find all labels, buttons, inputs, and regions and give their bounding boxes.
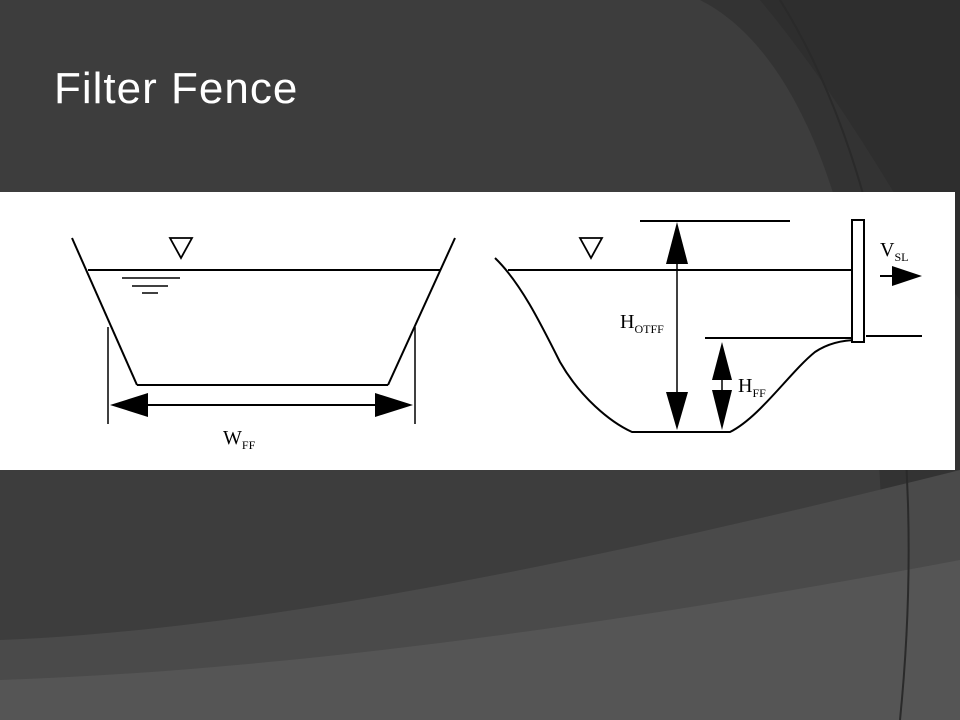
fence-height-arrowhead-bottom (712, 390, 732, 430)
slide-title: Filter Fence (54, 64, 299, 113)
overtop-height-label: HOTFF (620, 311, 664, 336)
width-label: WFF (223, 427, 256, 452)
width-arrowhead-left (110, 393, 148, 417)
left-water-level-triangle (168, 237, 194, 260)
overtop-arrowhead-top (666, 222, 688, 264)
filter-fence-diagram: WFF HOTFF HFF VSL (71, 219, 922, 452)
overtop-arrowhead-bottom (666, 392, 688, 430)
right-channel-profile (494, 257, 859, 433)
fence-height-label: HFF (738, 375, 766, 400)
diagram-panel: WFF HOTFF HFF VSL (0, 192, 955, 470)
left-channel-wall-left (71, 237, 138, 386)
width-arrowhead-right (375, 393, 413, 417)
right-water-level-triangle (578, 237, 604, 260)
velocity-arrowhead (892, 266, 922, 286)
velocity-label: VSL (880, 239, 908, 264)
fence-height-arrowhead-top (712, 342, 732, 380)
left-channel-wall-right (387, 237, 456, 386)
filter-fence-post (851, 219, 865, 343)
